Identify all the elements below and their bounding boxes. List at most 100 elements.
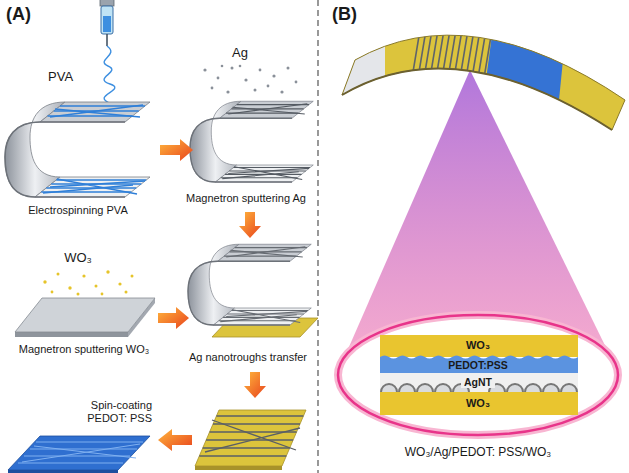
layer-cross-section-part bbox=[380, 335, 578, 357]
process-arrow-part bbox=[244, 372, 266, 398]
transfer-film bbox=[188, 244, 311, 325]
substrate-plate-part bbox=[15, 298, 155, 332]
flexible-device-part-part bbox=[429, 0, 449, 120]
flexible-device-part-part bbox=[447, 0, 467, 120]
device-outline bbox=[342, 35, 625, 130]
wo3-particles-part bbox=[43, 280, 46, 283]
flexible-device-part bbox=[405, 0, 503, 120]
ag-particles-part bbox=[267, 85, 270, 88]
step-caption: Electrospinning PVA bbox=[28, 204, 127, 217]
syringe bbox=[100, 0, 115, 104]
zoom-ellipse-part bbox=[338, 315, 618, 435]
flexible-device-part-part bbox=[411, 0, 431, 120]
step-caption: Spin-coating PEDOT: PSS bbox=[74, 399, 152, 424]
layer-cross-section-part bbox=[380, 356, 578, 374]
wo3-particles-part bbox=[131, 275, 134, 278]
ag-on-wo3-plate-part bbox=[195, 410, 306, 466]
flexible-device-part-part bbox=[423, 0, 443, 120]
panel-letter: (B) bbox=[332, 4, 357, 25]
syringe-part bbox=[106, 34, 108, 46]
material-label: WO₃ bbox=[64, 251, 92, 266]
pedot-coated-plate-part bbox=[8, 470, 118, 473]
layer-label: WO₃ bbox=[466, 397, 490, 410]
ag-particles-part bbox=[226, 90, 229, 93]
pedot-coated-plate-part bbox=[8, 436, 150, 470]
panel-letter: (A) bbox=[6, 4, 31, 25]
layer-cross-section-part-part bbox=[399, 384, 415, 392]
ag-particles-part bbox=[239, 65, 242, 68]
process-arrow-part bbox=[160, 139, 193, 161]
ag-coated-film bbox=[190, 101, 313, 182]
step-caption: Magnetron sputtering Ag bbox=[186, 192, 306, 205]
process-arrow bbox=[158, 139, 266, 451]
wo3-particles-part bbox=[51, 291, 54, 294]
syringe-part bbox=[100, 0, 114, 6]
device-edge bbox=[342, 68, 612, 130]
layer-cross-section-part-part bbox=[525, 384, 541, 392]
syringe-part bbox=[101, 6, 113, 34]
structure-caption: WO₃/Ag/PEDOT: PSS/WO₃ bbox=[405, 446, 551, 460]
layer-cross-section-part bbox=[380, 392, 578, 415]
ag-particles-part bbox=[203, 68, 206, 71]
ag-particles-part bbox=[295, 81, 298, 84]
flexible-device-part-part bbox=[471, 0, 491, 120]
wo3-particles-part bbox=[68, 286, 71, 289]
zoom-ellipse bbox=[338, 315, 618, 435]
step-caption: Magnetron sputtering WO₃ bbox=[19, 343, 149, 356]
wo3-particles-part bbox=[77, 293, 80, 296]
ag-on-wo3-plate-part-part bbox=[205, 420, 300, 452]
substrate-plate bbox=[15, 298, 155, 337]
wo3-particles-part bbox=[125, 291, 128, 294]
wo3-particles-part bbox=[106, 270, 109, 273]
ag-on-wo3-plate-part-part bbox=[199, 416, 303, 456]
ag-particles-part bbox=[254, 89, 257, 92]
ag-particles-part bbox=[280, 90, 283, 93]
layer-label: AgNT bbox=[461, 376, 495, 388]
flexible-device-part-part bbox=[405, 0, 425, 120]
process-arrow-part bbox=[158, 429, 192, 451]
layer-cross-section-part-part bbox=[435, 384, 451, 392]
flexible-device bbox=[335, 0, 629, 140]
flexible-device-part bbox=[335, 0, 629, 140]
pedot-coated-plate-part bbox=[18, 442, 143, 463]
ag-particles-part bbox=[287, 67, 290, 70]
pva-fiber-film bbox=[5, 102, 150, 197]
ag-particles-part bbox=[221, 65, 224, 68]
pedot-coated-plate-part-part bbox=[22, 444, 140, 462]
pedot-coated-plate bbox=[8, 436, 150, 473]
ag-particles-part bbox=[259, 69, 262, 72]
syringe-part bbox=[103, 16, 111, 32]
ag-on-wo3-plate-part bbox=[195, 466, 282, 470]
flexible-device-part-part bbox=[435, 0, 455, 120]
wo3-particles bbox=[43, 270, 133, 295]
layer-cross-section-part-part bbox=[381, 384, 397, 392]
ag-particles-part bbox=[217, 77, 220, 80]
zoom-ellipse-part bbox=[338, 315, 618, 435]
wo3-particles-part bbox=[57, 273, 60, 276]
substrate-plate-part bbox=[15, 332, 128, 337]
layer-cross-section-part-part bbox=[507, 384, 523, 392]
ag-particles-part bbox=[272, 74, 275, 77]
flexible-device-part-part bbox=[465, 0, 485, 120]
process-arrow-part bbox=[158, 307, 189, 329]
layer-cross-section-part-part bbox=[561, 384, 577, 392]
process-arrow-part bbox=[239, 212, 261, 238]
flexible-device-part-part bbox=[453, 0, 473, 120]
layer-cross-section-part-part bbox=[417, 384, 433, 392]
wo3-particles-part bbox=[95, 285, 98, 288]
flexible-device-part-part bbox=[417, 0, 437, 120]
ag-on-wo3-plate-part bbox=[199, 416, 303, 456]
flexible-device-part-part bbox=[459, 0, 479, 120]
step-caption: Ag nanotroughs transfer bbox=[189, 351, 307, 364]
pedot-coated-plate-part-part bbox=[18, 442, 143, 463]
ag-particles-part bbox=[211, 87, 214, 90]
flexible-device-part bbox=[478, 0, 570, 140]
wo3-particles-part bbox=[101, 293, 104, 296]
ag-particles-part bbox=[244, 78, 247, 81]
wo3-particles-part bbox=[82, 274, 85, 277]
wo3-particles-part bbox=[118, 282, 121, 285]
panel-divider bbox=[317, 0, 318, 473]
layer-cross-section bbox=[380, 335, 578, 415]
